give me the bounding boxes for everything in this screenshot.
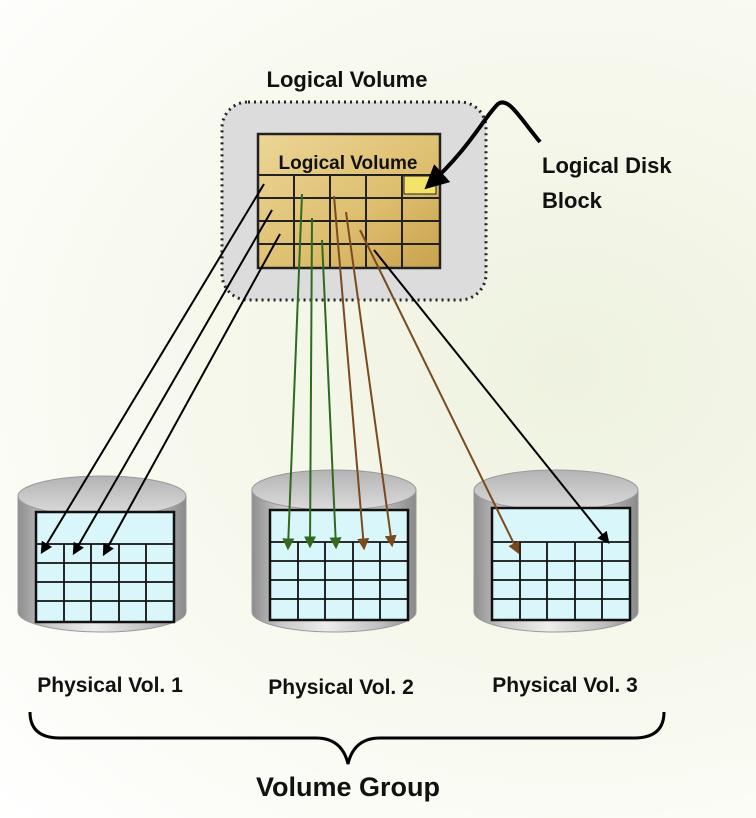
arrow-to-pv2-extent-1 — [282, 193, 303, 551]
volume-group-brace — [28, 711, 666, 765]
logical-volume-grid: Logical Volume — [256, 132, 442, 270]
arrow-to-pv3-extent-2 — [373, 249, 610, 544]
pv1-mapping-arrows — [40, 183, 281, 557]
outer-volume-label: Logical Volume — [267, 67, 428, 92]
pv2-green-mapping-arrows — [282, 193, 342, 551]
pv2-label: Physical Vol. 2 — [268, 676, 414, 699]
physical-volume-1 — [17, 475, 187, 633]
arrow-to-pv2-extent-4 — [333, 195, 370, 551]
logical-disk-block-label-line1: Logical Disk — [542, 153, 672, 178]
arrow-to-pv3-extent-1 — [359, 229, 520, 555]
arrow-to-pv1-extent-2 — [72, 209, 273, 556]
arrow-to-pv2-extent-3 — [321, 239, 342, 550]
brown-mapping-arrows — [333, 195, 520, 555]
physical-volume-3 — [473, 469, 639, 633]
arrow-to-pv2-extent-2 — [304, 217, 317, 549]
pv1-label: Physical Vol. 1 — [37, 674, 183, 697]
disk-block-pointer-arrow — [424, 100, 542, 190]
arrow-to-pv1-extent-3 — [102, 233, 281, 557]
inner-volume-label: Logical Volume — [278, 153, 417, 174]
arrow-to-pv1-extent-1 — [40, 183, 265, 555]
arrow-to-pv2-extent-5 — [345, 211, 397, 548]
pv3-label: Physical Vol. 3 — [492, 674, 638, 697]
logical-disk-block-label-line2: Block — [542, 188, 603, 213]
volume-group-label: Volume Group — [256, 772, 440, 802]
